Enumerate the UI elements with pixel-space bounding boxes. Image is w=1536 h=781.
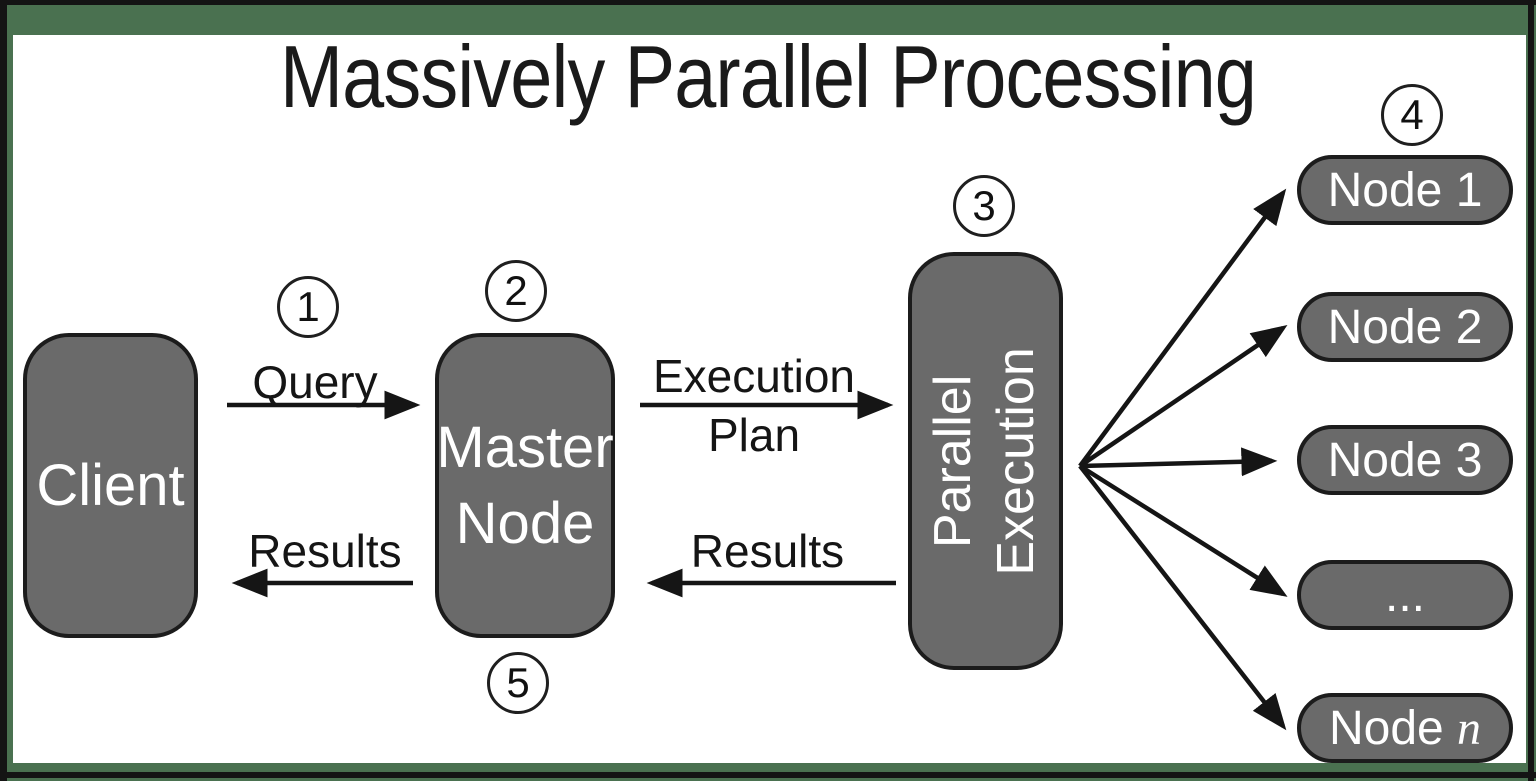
parallel-execution-label-line2: Execution <box>987 346 1046 576</box>
frame-border-top <box>0 0 1536 5</box>
results-to-master-arrow-label: Results <box>690 525 845 577</box>
worker-node-n-suffix: n <box>1457 701 1482 755</box>
worker-node-3-suffix: 3 <box>1455 433 1483 487</box>
fan-arrow-node-1 <box>1078 188 1287 468</box>
parallel-execution-label-line1: Parallel <box>924 374 983 548</box>
worker-node-2-pill: Node 2 <box>1297 292 1513 362</box>
query-arrow-label: Query <box>252 356 378 408</box>
worker-node-1-prefix: Node <box>1327 163 1456 217</box>
step-circle-3: 3 <box>953 175 1015 237</box>
step-circle-2: 2 <box>485 260 547 322</box>
step-circle-4: 4 <box>1381 84 1443 146</box>
worker-node-3-pill: Node 3 <box>1297 425 1513 495</box>
worker-node-2-suffix: 2 <box>1455 300 1483 354</box>
parallel-execution-label: Parallel Execution <box>922 347 1049 575</box>
step-number-4: 4 <box>1400 91 1424 138</box>
step-circle-5: 5 <box>487 652 549 714</box>
fan-arrow-node-3 <box>1079 447 1278 477</box>
master-node-box: Master Node <box>435 333 615 638</box>
worker-node-ellipsis-pill: ... <box>1297 560 1513 630</box>
fan-arrow-node-n <box>1078 464 1287 731</box>
worker-node-1-pill: Node 1 <box>1297 155 1513 225</box>
step-circle-1: 1 <box>277 276 339 338</box>
execution-plan-arrow-label-line2: Plan <box>707 409 801 461</box>
client-box: Client <box>23 333 198 638</box>
fan-arrow-node-2 <box>1078 324 1288 468</box>
worker-node-3-prefix: Node <box>1327 433 1456 487</box>
execution-plan-arrow-label-line1: Execution <box>652 350 855 402</box>
frame-border-bottom <box>0 772 1536 778</box>
fan-arrow-node-ellipsis <box>1078 464 1288 597</box>
master-node-label-line1: Master <box>436 415 614 481</box>
results-to-client-arrow-label: Results <box>248 525 402 577</box>
step-number-3: 3 <box>972 182 996 229</box>
parallel-execution-box: Parallel Execution <box>908 252 1063 670</box>
master-node-label: Master Node <box>436 410 613 561</box>
frame-border-right <box>1528 0 1534 781</box>
client-label: Client <box>36 453 185 518</box>
frame-border-left <box>0 0 7 781</box>
step-number-5: 5 <box>506 659 530 706</box>
diagram-title: Massively Parallel Processing <box>279 27 1257 126</box>
master-node-label-line2: Node <box>455 490 595 556</box>
worker-node-2-prefix: Node <box>1327 300 1456 354</box>
worker-node-n-pill: Node n <box>1297 693 1513 763</box>
diagram-canvas <box>13 35 1526 763</box>
step-number-2: 2 <box>504 267 528 314</box>
step-number-1: 1 <box>296 283 320 330</box>
worker-node-ellipsis-suffix: ... <box>1384 568 1425 622</box>
worker-node-n-prefix: Node <box>1328 701 1458 755</box>
worker-node-1-suffix: 1 <box>1455 163 1483 217</box>
